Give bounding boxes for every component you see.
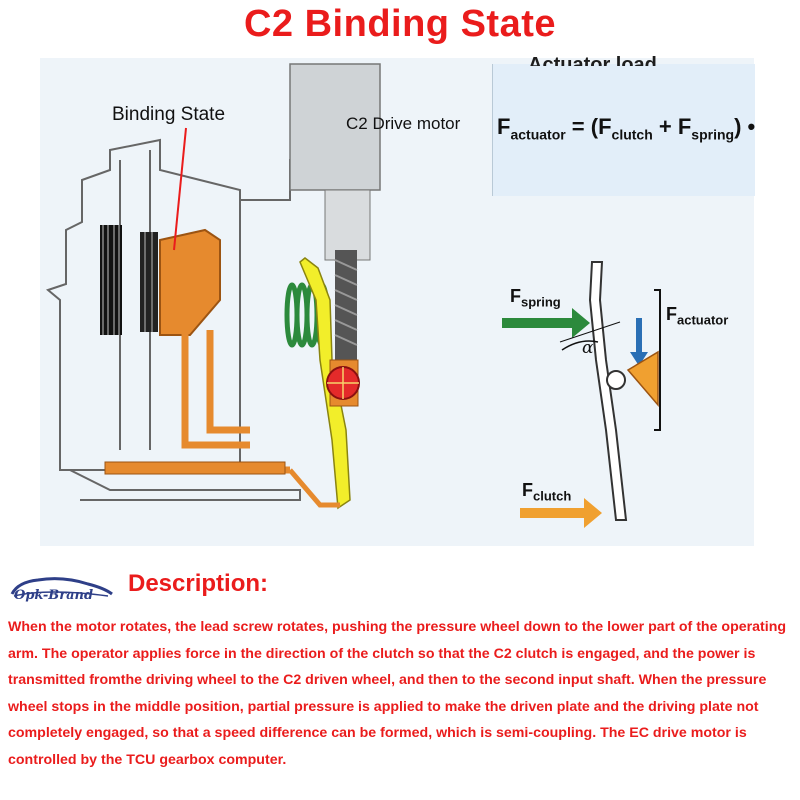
formula-header: Actuator load: [528, 54, 657, 66]
clutch-mechanism-diagram: [45, 63, 661, 528]
description-heading: Description:: [128, 570, 269, 597]
actuator-down-arrow: [630, 318, 648, 366]
clutch-plates: [102, 225, 153, 335]
actuator-bracket: [654, 289, 661, 431]
spring-force-label: Fspring: [510, 286, 561, 310]
screw-threads: [334, 259, 358, 346]
description-body: When the motor rotates, the lead screw r…: [8, 619, 787, 768]
drive-motor-body: [289, 63, 381, 191]
piston-binding-part: [159, 228, 221, 336]
actuator-wedge: [626, 350, 659, 408]
orange-linkage: [110, 320, 290, 474]
binding-state-pointer: [173, 127, 187, 251]
spring-force-arrow: [502, 308, 590, 338]
formula-box: [492, 64, 755, 196]
alpha-angle-label: α: [582, 338, 594, 358]
clutch-force-label: Fclutch: [522, 480, 572, 504]
schematic-lever: [588, 261, 628, 521]
alpha-ref-line: [559, 321, 621, 343]
binding-state-label: Binding State: [112, 104, 226, 125]
car-logo-icon: [10, 577, 113, 597]
schematic-roller: [606, 370, 626, 390]
clutch-pack-left: [100, 225, 122, 335]
alpha-arc: [561, 340, 599, 351]
actuator-force-label: Factuator: [666, 304, 729, 328]
drive-motor-label: C2 Drive motor: [346, 114, 461, 133]
clutch-force-arrow: [520, 498, 602, 528]
brand-logo-text: Opk-Brand: [14, 588, 94, 603]
clutch-pack-right: [140, 232, 158, 332]
actuator-formula: Factuator = (Fclutch + Fspring) •: [497, 114, 756, 143]
orange-base-bar: [104, 461, 286, 475]
yellow-operating-arm: [299, 257, 351, 510]
lower-linkage: [288, 468, 340, 508]
page-title: C2 Binding State: [243, 3, 557, 45]
motor-mount: [324, 189, 371, 261]
